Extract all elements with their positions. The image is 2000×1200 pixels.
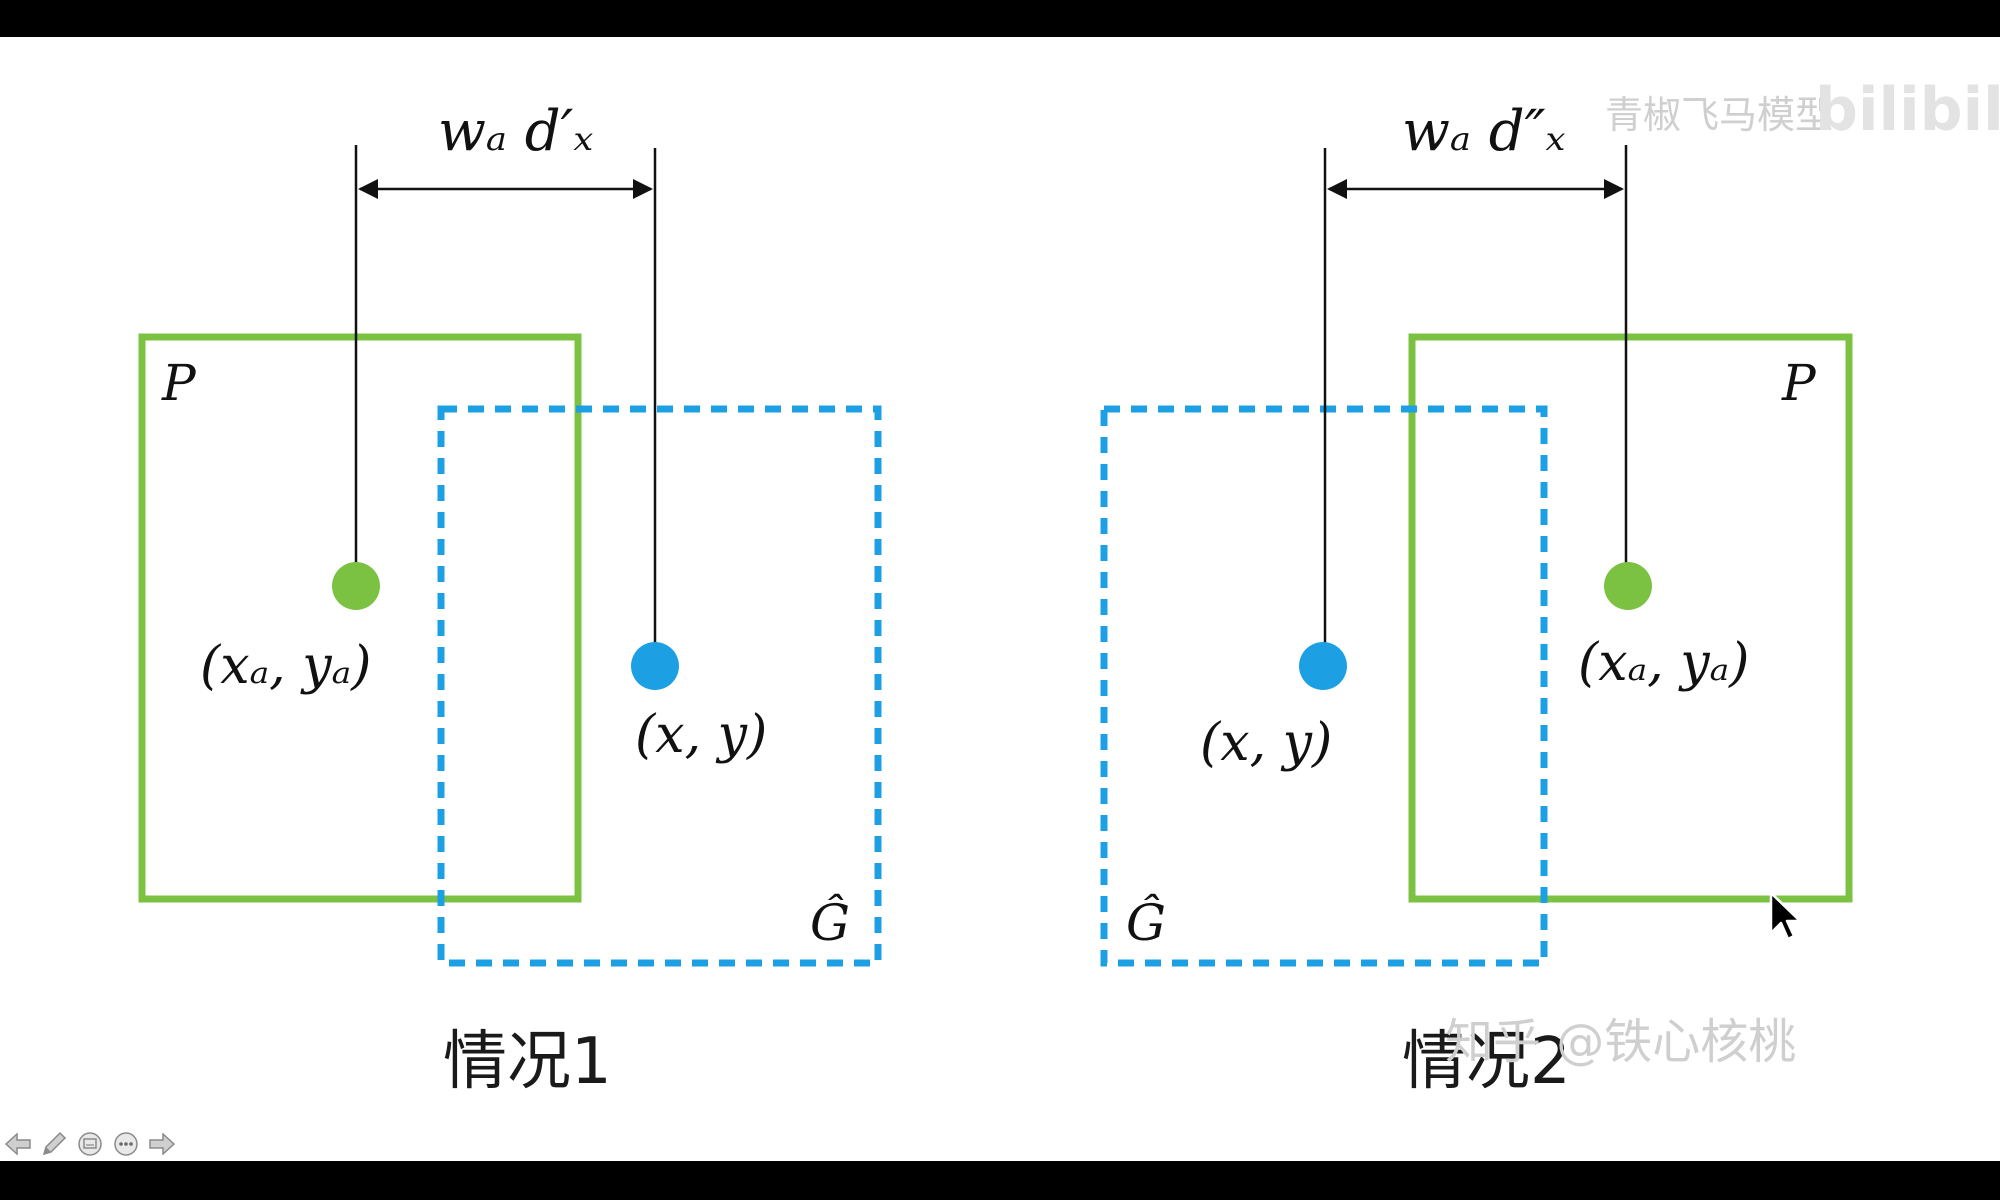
- case2-anchor-point: [1604, 562, 1652, 610]
- case1-target-point: [631, 642, 679, 690]
- case1-anchor-box: [138, 333, 582, 903]
- case2-caption: 情况2: [1402, 1025, 1571, 1099]
- case1-anchor-point: [332, 562, 380, 610]
- watermark-bilibili-logo: bilibili: [1815, 75, 2000, 145]
- case1-panel: wₐ d′ₓ P Ĝ (xₐ, yₐ) (x, y) 情况1: [138, 99, 882, 1099]
- case1-target-point-label: (x, y): [635, 705, 767, 765]
- pen-tool-button[interactable]: [40, 1130, 68, 1158]
- case2-target-point-label: (x, y): [1200, 713, 1332, 773]
- case1-offset-label: wₐ d′ₓ: [438, 99, 593, 164]
- case2-anchor-box-label: P: [1781, 354, 1817, 412]
- case2-gt-box-label: Ĝ: [1126, 893, 1166, 952]
- case2-panel: wₐ d″ₓ P Ĝ (xₐ, yₐ) (x, y) 情况2: [1100, 99, 1853, 1099]
- slideshow-toolbar: [4, 1127, 176, 1161]
- case2-anchor-box: [1408, 333, 1853, 903]
- case1-caption: 情况1: [443, 1025, 612, 1099]
- slide: [0, 37, 2000, 1161]
- slides-icon: [78, 1132, 102, 1156]
- case2-target-point: [1299, 642, 1347, 690]
- pen-icon: [42, 1131, 67, 1156]
- next-slide-button[interactable]: [148, 1130, 176, 1158]
- more-icon: [114, 1132, 138, 1156]
- more-options-button[interactable]: [112, 1130, 140, 1158]
- previous-slide-button[interactable]: [4, 1130, 32, 1158]
- case1-gt-box: [437, 405, 882, 967]
- watermark-top-right-text: 青椒飞马模型: [1605, 93, 1833, 137]
- see-all-slides-button[interactable]: [76, 1130, 104, 1158]
- arrow-right-icon: [149, 1133, 175, 1155]
- case1-anchor-point-label: (xₐ, yₐ): [200, 636, 371, 696]
- case1-anchor-box-label: P: [161, 354, 197, 412]
- watermark-zhihu: 知乎 @铁心核桃: [1445, 1014, 1796, 1070]
- case2-anchor-point-label: (xₐ, yₐ): [1578, 633, 1749, 693]
- case2-offset-label: wₐ d″ₓ: [1402, 99, 1566, 164]
- mouse-cursor-icon: [1769, 891, 1802, 941]
- arrow-left-icon: [5, 1133, 31, 1155]
- case1-gt-box-label: Ĝ: [810, 893, 850, 952]
